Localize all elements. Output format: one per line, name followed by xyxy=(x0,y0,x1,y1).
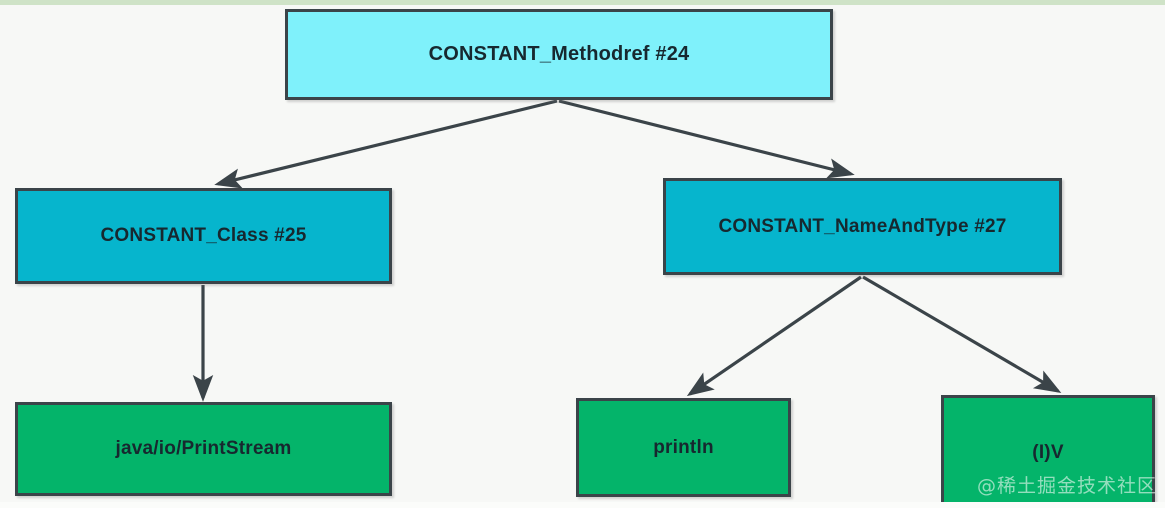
node-label: CONSTANT_Class #25 xyxy=(100,225,307,246)
top-edge-strip xyxy=(0,0,1165,5)
node-java-io-printstream[interactable]: java/io/PrintStream xyxy=(15,402,392,496)
node-constant-class[interactable]: CONSTANT_Class #25 xyxy=(15,188,392,284)
bottom-edge-strip xyxy=(0,502,1165,508)
node-label: println xyxy=(653,436,714,458)
edge-nameandtype-to-println xyxy=(686,275,862,397)
node-label: CONSTANT_NameAndType #27 xyxy=(718,215,1007,237)
edge-methodref-to-nameandtype xyxy=(558,99,855,179)
node-constant-nameandtype[interactable]: CONSTANT_NameAndType #27 xyxy=(663,178,1062,275)
node-constant-methodref[interactable]: CONSTANT_Methodref #24 xyxy=(285,9,833,100)
edge-nameandtype-to-descriptor xyxy=(862,275,1062,393)
edge-methodref-to-class xyxy=(214,99,558,189)
node-label: CONSTANT_Methodref #24 xyxy=(428,43,690,65)
node-label: (I)V xyxy=(1032,441,1064,463)
node-println[interactable]: println xyxy=(576,398,791,497)
node-label: java/io/PrintStream xyxy=(115,438,292,459)
node-method-descriptor[interactable]: (I)V xyxy=(941,395,1155,508)
